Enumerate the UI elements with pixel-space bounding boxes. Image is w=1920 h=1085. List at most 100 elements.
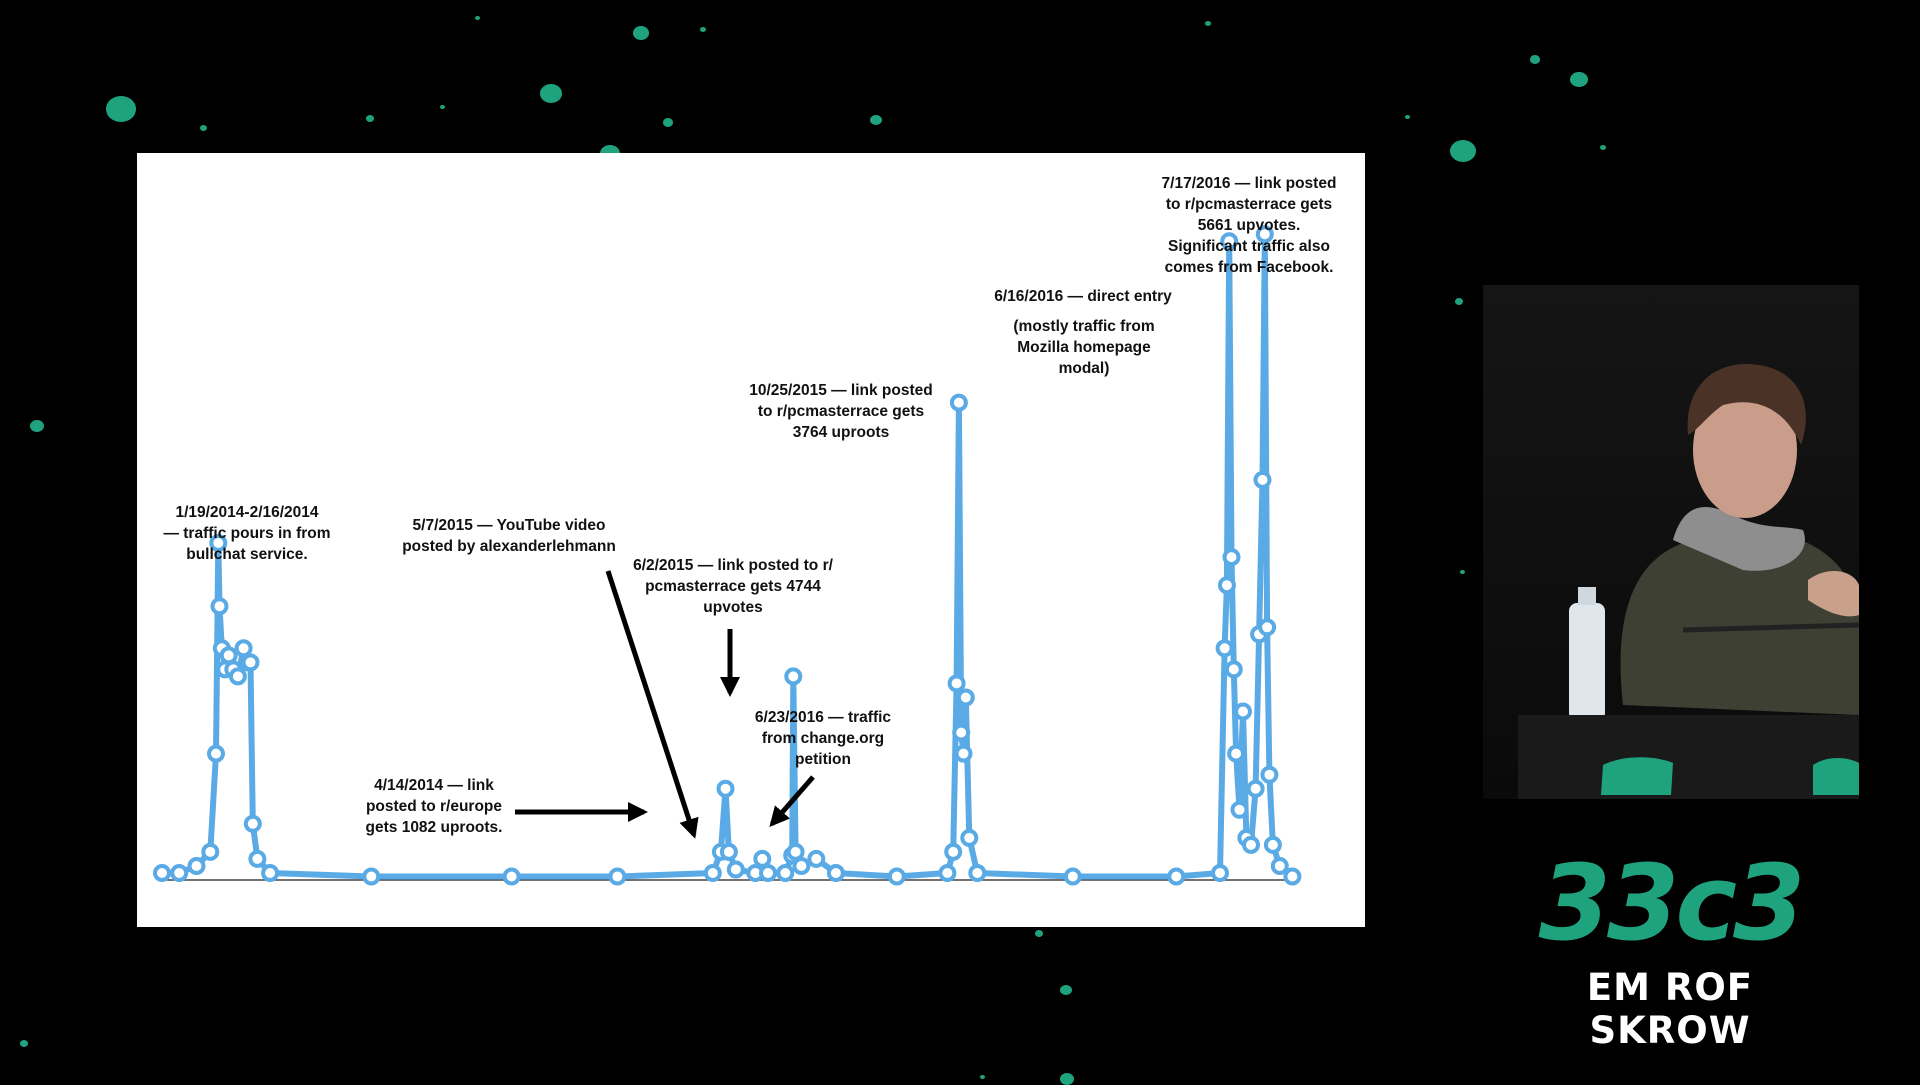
background-speck	[700, 27, 706, 33]
data-point	[1246, 779, 1265, 798]
data-point	[1217, 576, 1236, 595]
background-speck	[1530, 55, 1540, 64]
data-point	[1283, 867, 1302, 886]
background-speck	[980, 1075, 985, 1080]
event-logo-main: 33c3	[1538, 842, 1806, 964]
data-point	[219, 646, 238, 665]
background-speck	[1060, 1073, 1074, 1085]
background-speck	[440, 105, 445, 110]
data-point	[241, 653, 260, 672]
background-speck	[366, 115, 374, 122]
background-speck	[475, 16, 480, 21]
speaker-hair	[1687, 364, 1806, 445]
data-point	[1230, 800, 1249, 819]
data-point	[807, 849, 826, 868]
annotation-change-org: 6/23/2016 — traffic from change.org peti…	[754, 709, 892, 768]
data-point	[153, 864, 171, 882]
speaker-hand	[1808, 570, 1859, 617]
lectern-logo-right	[1813, 758, 1859, 795]
event-logo: 33c3 EM ROF SKROW	[1500, 842, 1840, 1052]
data-point	[1255, 225, 1274, 244]
background-speck	[1035, 930, 1043, 937]
annotation-europe: 4/14/2014 — link posted to r/europe gets…	[365, 777, 503, 836]
background-speck	[106, 96, 136, 122]
data-point	[207, 744, 225, 763]
speaker-hood	[1673, 507, 1805, 571]
data-point	[1220, 232, 1239, 251]
background-speck	[1060, 985, 1072, 996]
data-point	[1063, 867, 1082, 886]
data-point	[1270, 857, 1289, 875]
data-point	[703, 864, 722, 882]
bottle-cap	[1578, 587, 1596, 605]
data-point	[228, 667, 247, 686]
data-point	[776, 864, 795, 882]
data-point	[243, 814, 262, 833]
data-point	[1167, 867, 1186, 886]
data-point	[944, 842, 963, 861]
annotation-arrows	[515, 570, 815, 839]
data-point	[187, 857, 206, 875]
background-speck	[1570, 72, 1588, 88]
data-point	[938, 864, 957, 882]
event-logo-tagline: EM ROF SKROW	[1586, 966, 1754, 1052]
annotation-mozilla-modal: (mostly traffic from Mozilla homepage mo…	[1013, 318, 1155, 377]
data-point	[362, 867, 381, 886]
background-speck	[1600, 145, 1606, 151]
data-point	[1227, 744, 1246, 763]
data-point	[608, 867, 627, 886]
data-point	[502, 867, 521, 886]
data-point	[753, 849, 772, 868]
data-point	[1242, 835, 1260, 854]
background-speck	[540, 84, 562, 103]
data-point	[726, 860, 745, 879]
speaker-body	[1620, 535, 1859, 715]
series-group	[153, 225, 1302, 886]
data-point	[248, 849, 267, 868]
data-point	[1253, 470, 1272, 489]
background-speck	[1455, 298, 1463, 305]
data-point	[1222, 548, 1241, 567]
data-point	[952, 723, 971, 742]
background-speck	[20, 1040, 28, 1047]
data-point	[719, 842, 738, 861]
data-point	[826, 864, 845, 882]
data-point	[968, 864, 987, 882]
presentation-slide: 1/19/2014-2/16/2014 — traffic pours in f…	[137, 153, 1365, 927]
lectern-logo	[1601, 757, 1673, 795]
data-point	[210, 597, 229, 616]
water-bottle	[1569, 603, 1605, 721]
data-point	[949, 393, 968, 412]
arrow-change-org	[769, 775, 815, 828]
data-point	[234, 639, 253, 658]
arrow-youtube	[605, 570, 699, 839]
data-point	[786, 842, 805, 861]
annotation-pcmasterrace-oct-2015: 10/25/2015 — link posted to r/pcmasterra…	[749, 382, 933, 441]
data-point	[170, 864, 189, 882]
data-point	[954, 744, 973, 763]
annotation-pcmasterrace-2015: 6/2/2015 — link posted to r/ pcmasterrac…	[633, 557, 833, 616]
data-point	[1224, 660, 1243, 679]
data-point	[792, 857, 811, 875]
speaker-video-inset	[1483, 285, 1859, 799]
data-point	[956, 688, 975, 707]
data-point	[1260, 765, 1279, 784]
background-speck	[1450, 140, 1476, 163]
background-speck	[633, 26, 649, 40]
speaker-head	[1693, 382, 1797, 518]
data-point	[1263, 835, 1282, 854]
traffic-line-chart	[153, 225, 1302, 886]
data-point	[1234, 702, 1252, 721]
background-speck	[1460, 570, 1465, 575]
data-point	[960, 828, 979, 847]
background-speck	[200, 125, 207, 131]
microphone	[1682, 622, 1859, 633]
annotation-bullchat: 1/19/2014-2/16/2014 — traffic pours in f…	[163, 504, 331, 563]
data-point	[1258, 618, 1277, 637]
data-point	[947, 674, 966, 693]
data-point	[209, 534, 228, 552]
data-point	[1211, 864, 1229, 882]
background-speck	[1205, 21, 1211, 27]
data-point	[784, 667, 803, 686]
